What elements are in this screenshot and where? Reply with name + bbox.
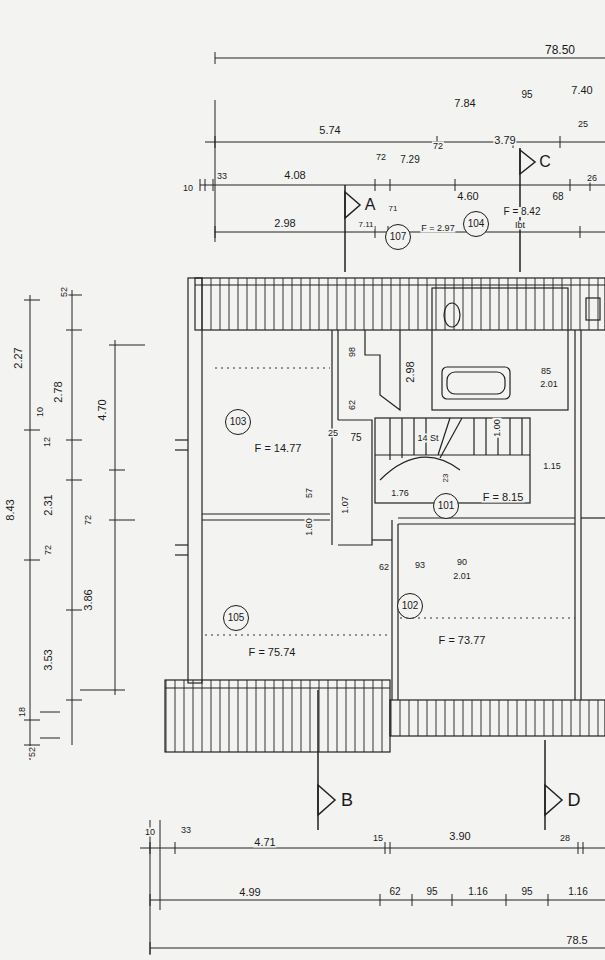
dimension-label: 1.16: [467, 887, 488, 897]
dimension-label: 1.60: [305, 517, 314, 537]
dimension-label: 14 St: [416, 434, 439, 443]
dimension-label: 18: [18, 706, 27, 718]
dimension-label: 12: [43, 436, 52, 448]
dimension-label: 1.00: [493, 418, 502, 438]
room-number-circle: 104: [463, 211, 490, 238]
walls: [165, 278, 605, 752]
dimension-label: 1.16: [567, 887, 588, 897]
dimension-label: 7.11: [358, 221, 375, 229]
dimension-label: 2.98: [405, 360, 416, 383]
room-number: 101: [438, 501, 455, 511]
dimension-label: F = 73.77: [438, 635, 487, 646]
dimension-label: 71: [388, 205, 399, 213]
dimension-label: 2.01: [452, 572, 472, 581]
dimension-label: 7.40: [570, 85, 593, 96]
dimension-label: 4.99: [238, 887, 261, 898]
dimension-label: D: [567, 791, 582, 809]
dimension-label: 78.5: [565, 935, 588, 946]
dimension-label: 2.78: [53, 380, 64, 403]
dimension-label: 3.79: [493, 135, 516, 146]
dimension-label: 2.01: [539, 380, 559, 389]
dimension-label: 2.27: [13, 346, 24, 369]
dimension-label: 68: [551, 192, 564, 202]
room-number: 104: [468, 219, 485, 229]
dimension-label: 3.90: [448, 831, 471, 842]
room-number: 107: [390, 232, 407, 242]
dimension-label: 23: [442, 473, 450, 484]
dimension-label: 4.71: [253, 837, 276, 848]
dimension-label: 10: [144, 828, 156, 837]
dimension-label: 26: [586, 174, 598, 183]
dimension-label: 7.29: [399, 155, 420, 165]
dimension-label: 95: [520, 887, 533, 897]
dimension-label: 98: [348, 346, 357, 358]
dimension-label: 95: [425, 887, 438, 897]
dimension-label: 57: [305, 487, 314, 499]
dimension-label: F = 8.15: [482, 492, 525, 503]
dimension-label: 2.98: [273, 218, 296, 229]
room-number: 102: [402, 601, 419, 611]
dimension-label: 72: [84, 514, 93, 526]
dimension-label: 7.84: [453, 98, 476, 109]
room-number-circle: 107: [385, 224, 412, 251]
dimension-lines: [24, 52, 605, 955]
room-number-circle: 105: [223, 605, 250, 632]
dimension-label: A: [364, 197, 377, 213]
dimension-label: 62: [378, 563, 390, 572]
dimension-label: 3.53: [43, 648, 54, 671]
dimension-label: 1.76: [390, 489, 410, 498]
dimension-label: F = 75.74: [248, 647, 297, 658]
dimension-label: B: [340, 791, 354, 809]
room-number-circle: 102: [397, 593, 424, 620]
dimension-label: 52: [28, 746, 37, 758]
dimension-label: 75: [349, 433, 362, 443]
dimension-label: 25: [327, 429, 339, 438]
slope-lines: [205, 368, 575, 635]
dimension-label: 72: [375, 153, 387, 162]
dimension-label: 4.60: [456, 191, 479, 202]
dimension-label: 93: [414, 561, 426, 570]
dimension-label: 1.15: [542, 462, 562, 471]
dimension-label: 33: [180, 826, 192, 835]
dimension-label: 3.86: [83, 588, 94, 611]
dimension-label: 10: [182, 184, 194, 193]
dimension-label: 28: [559, 834, 571, 843]
dimension-label: 33: [216, 172, 228, 181]
room-number-circle: 103: [225, 409, 252, 436]
dimension-label: 10: [36, 406, 45, 418]
dimension-label: 1.07: [341, 495, 350, 515]
dimension-label: F = 8.42: [503, 207, 542, 217]
dimension-label: 5.74: [318, 125, 341, 136]
dimension-label: 4.08: [283, 170, 306, 181]
dimension-label: 90: [456, 558, 468, 567]
dimension-label: Ibt: [514, 221, 526, 230]
dimension-label: 95: [520, 90, 533, 100]
dimension-label: 4.70: [97, 398, 108, 421]
dimension-label: 72: [432, 142, 444, 151]
dimension-label: 85: [540, 367, 552, 376]
dimension-label: 72: [44, 544, 53, 556]
dimension-label: 25: [577, 120, 589, 129]
room-number: 105: [228, 613, 245, 623]
dimension-label: 2.31: [43, 493, 54, 516]
room-number-circle: 101: [433, 493, 460, 520]
dimension-label: 15: [372, 834, 384, 843]
dimension-label: 8.43: [5, 498, 16, 521]
dimension-label: 62: [388, 887, 401, 897]
dimension-label: 78.50: [544, 44, 576, 56]
room-number: 103: [230, 417, 247, 427]
dimension-label: F = 2.97: [420, 224, 455, 233]
dimension-label: F = 14.77: [254, 443, 303, 454]
dimension-label: C: [538, 154, 552, 170]
dimension-label: 52: [60, 286, 69, 298]
dimension-label: 62: [348, 399, 357, 411]
